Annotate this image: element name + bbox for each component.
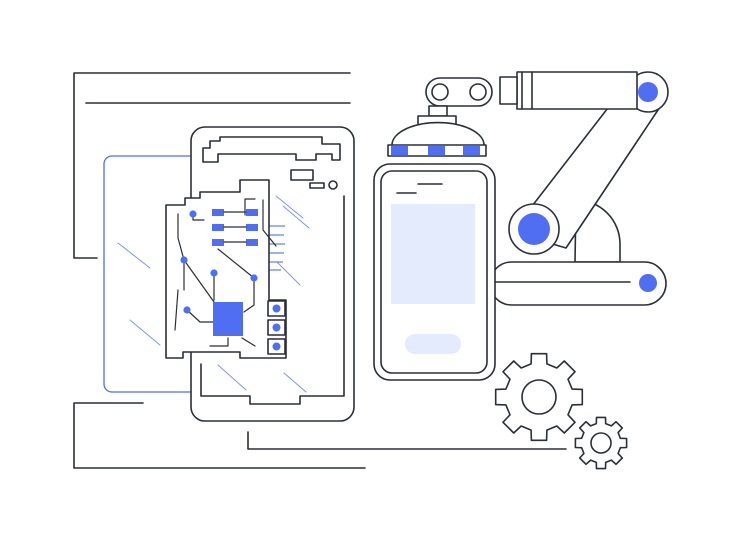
ic-pads	[212, 209, 258, 246]
solder-nodes	[180, 210, 258, 314]
phone-screen	[391, 204, 475, 304]
gear-hole	[521, 379, 557, 415]
gripper-pads	[391, 146, 480, 155]
screen-hatch	[217, 195, 310, 393]
gear-icon	[574, 416, 628, 470]
gear-icon	[494, 352, 584, 442]
camera-lens	[328, 180, 338, 190]
phone-home-button	[405, 334, 461, 354]
pcb-connector-pads	[267, 300, 286, 355]
gear-outline	[574, 416, 628, 470]
gear-outline	[494, 352, 584, 442]
microchip-icon	[213, 302, 243, 336]
phone-inner-frame	[202, 136, 341, 163]
robotic-arm-icon	[387, 71, 669, 306]
camera-module	[290, 169, 314, 181]
circuit-board-icon	[165, 179, 287, 359]
background-frame-lines	[73, 72, 567, 469]
assembled-phone-icon	[373, 163, 496, 381]
gear-hole	[590, 432, 612, 454]
